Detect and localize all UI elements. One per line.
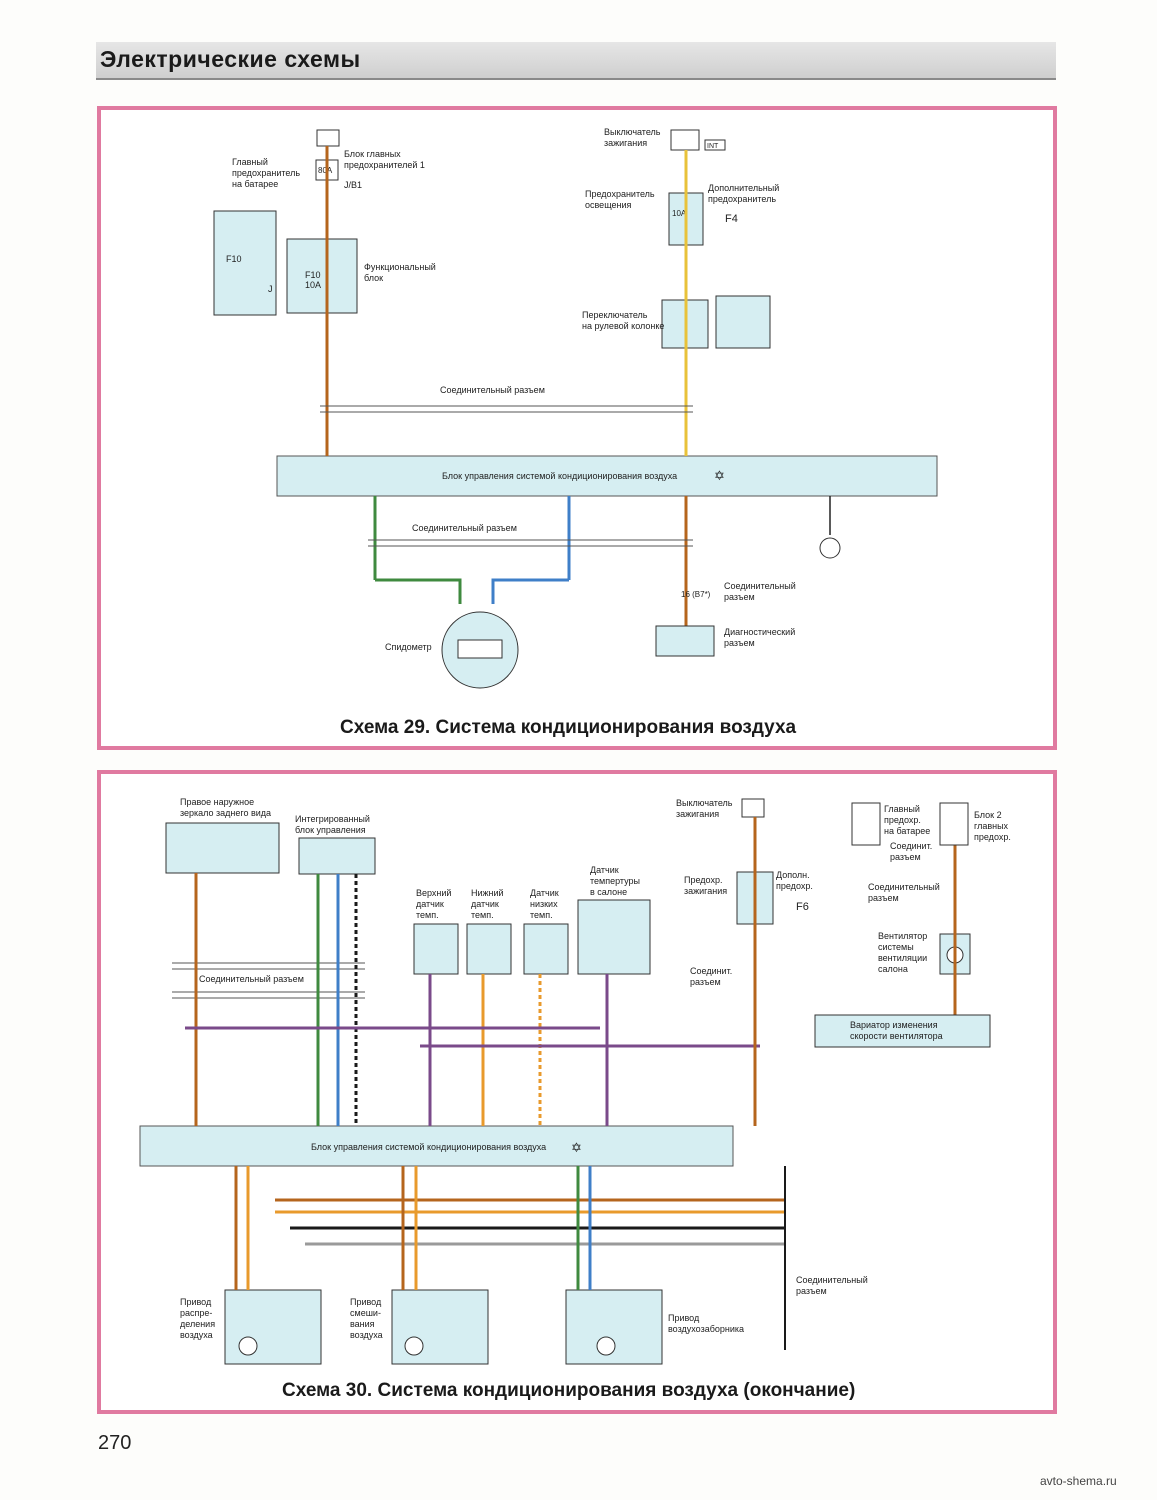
diagram-label: Соединит.разъем: [890, 841, 932, 862]
int-box: [704, 139, 726, 151]
f10-label: F10: [226, 254, 242, 264]
battery-icon: [316, 129, 340, 147]
star-icon: ✡: [714, 468, 725, 483]
diagram-label: Предохр.зажигания: [684, 875, 727, 896]
fuse-80a-label: 80A: [318, 166, 333, 175]
connector-label-29: Соединительный разъем: [440, 385, 545, 395]
ignition-icon: [670, 129, 700, 151]
star-icon-30: ✡: [571, 1140, 582, 1155]
f6-label: F6: [796, 901, 809, 913]
buzzer-icon: [819, 537, 841, 559]
ac-control-unit-30: [139, 1125, 734, 1167]
lower-sensor: [466, 923, 512, 975]
diagram-label: Соединит.разъем: [690, 966, 732, 987]
jb1-label: J/B1: [344, 180, 362, 190]
scheme29-frame: [97, 106, 1057, 750]
functional-block: [286, 238, 358, 314]
speedometer-label: Спидометр: [385, 642, 432, 652]
diagram-label: Соединительный разъем: [199, 974, 304, 984]
drive-mixing: [391, 1289, 489, 1365]
int-label: INT: [707, 143, 719, 150]
ac-control-label-29: Блок управления системой кондиционирован…: [442, 471, 677, 481]
battery-fuse-box-30: [851, 802, 881, 846]
motor-icon-3: [596, 1336, 616, 1356]
ac-control-unit-29: [276, 455, 938, 497]
motor-icon-1: [238, 1336, 258, 1356]
page-title: Электрические схемы: [100, 46, 361, 72]
watermark: avto-shema.ru: [1040, 1474, 1117, 1488]
block2-fuse: [939, 802, 969, 846]
page-header: Электрические схемы: [96, 42, 1056, 80]
fuse-10a-label: 10A: [672, 209, 687, 218]
mirror-block: [165, 822, 280, 874]
page-number: 270: [98, 1432, 132, 1454]
motor-icon-2: [404, 1336, 424, 1356]
fan-speed-box: [814, 1014, 991, 1048]
drive-intake: [565, 1289, 663, 1365]
connector2-label-29: Соединительный разъем: [412, 523, 517, 533]
scheme30-caption: Схема 30. Система кондиционирования возд…: [282, 1380, 855, 1401]
fuse-box-diagram: [213, 210, 277, 316]
j-label-small: J: [268, 284, 273, 294]
diagram-label: Дополн.предохр.: [776, 870, 813, 891]
scheme29-caption: Схема 29. Система кондиционирования возд…: [340, 717, 797, 738]
low-temp-sensor: [523, 923, 569, 975]
steering-switch-diagram: [715, 295, 771, 349]
drive-distribution: [224, 1289, 322, 1365]
cabin-sensor: [577, 899, 651, 975]
upper-sensor: [413, 923, 459, 975]
f4-label: F4: [725, 213, 738, 225]
diag-connector: [655, 625, 715, 657]
ac-control-label-30: Блок управления системой кондиционирован…: [311, 1142, 546, 1152]
ignition-icon-30: [741, 798, 765, 818]
int-block: [298, 837, 376, 875]
b7-label: 16 (B7*): [681, 590, 711, 599]
